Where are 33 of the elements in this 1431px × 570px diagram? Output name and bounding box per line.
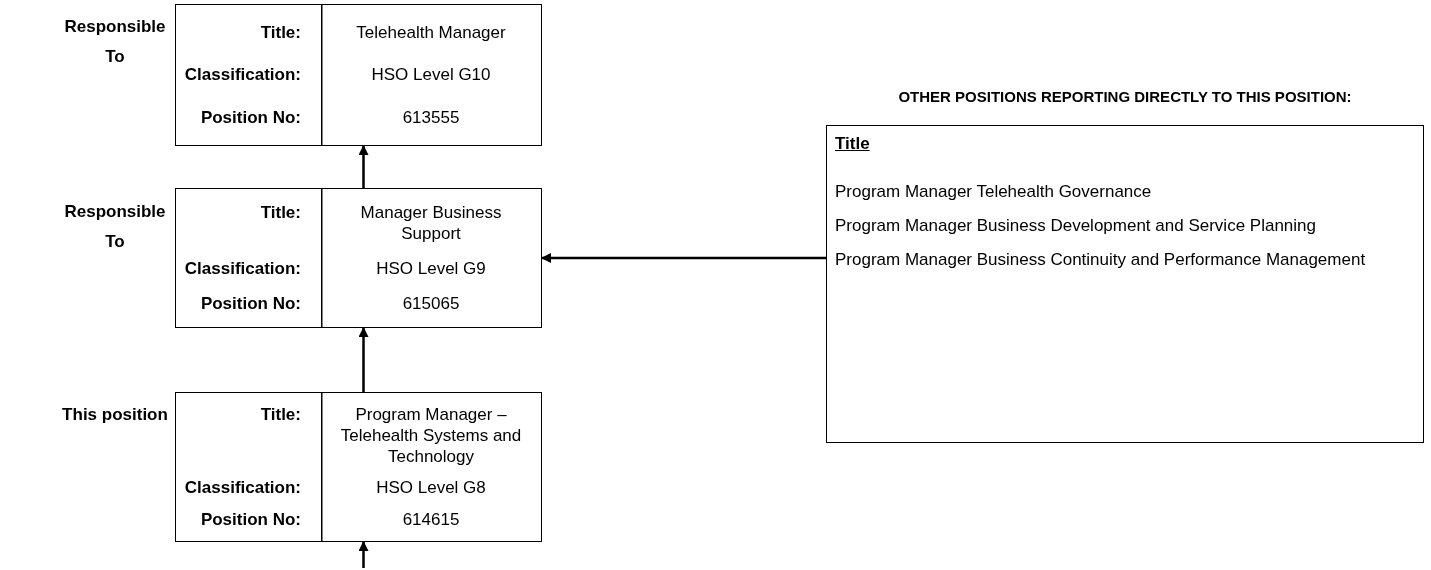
arrow	[541, 253, 826, 263]
field-value: 615065	[401, 293, 461, 314]
role-label: Responsible To	[63, 16, 167, 68]
position-box	[175, 4, 542, 146]
field-value: HSO Level G9	[375, 258, 487, 279]
column-heading: Title	[835, 134, 871, 154]
field-label: Position No:	[199, 508, 302, 530]
field-value: HSO Level G8	[375, 477, 487, 499]
section-heading: OTHER POSITIONS REPORTING DIRECTLY TO THIS POSITION:	[897, 88, 1353, 105]
position-title: Program Manager Business Development and Service Planning	[835, 216, 1317, 236]
field-label: Title:	[259, 202, 302, 224]
field-value: 614615	[401, 508, 461, 530]
role-label: This position	[61, 404, 169, 426]
field-label: Position No:	[199, 107, 302, 129]
field-label: Classification:	[183, 64, 302, 86]
position-title: Program Manager Business Continuity and Performance Management	[835, 250, 1367, 270]
field-label: Title:	[259, 21, 302, 43]
field-value: 613555	[401, 107, 461, 129]
arrow	[358, 327, 369, 392]
field-label: Classification:	[183, 477, 302, 499]
field-value: HSO Level G10	[370, 64, 492, 86]
field-value: Telehealth Manager	[355, 21, 507, 43]
position-box	[175, 392, 542, 542]
field-label: Title:	[259, 404, 302, 427]
field-label: Position No:	[199, 293, 302, 314]
field-value: Program Manager – Telehealth Systems and Technology	[339, 404, 523, 468]
field-label: Classification:	[183, 258, 302, 279]
arrow	[358, 145, 369, 188]
position-box	[175, 188, 542, 328]
field-value: Manager Business Support	[359, 202, 503, 244]
arrow	[358, 541, 369, 568]
role-label: Responsible To	[63, 201, 167, 253]
position-title: Program Manager Telehealth Governance	[835, 182, 1153, 202]
